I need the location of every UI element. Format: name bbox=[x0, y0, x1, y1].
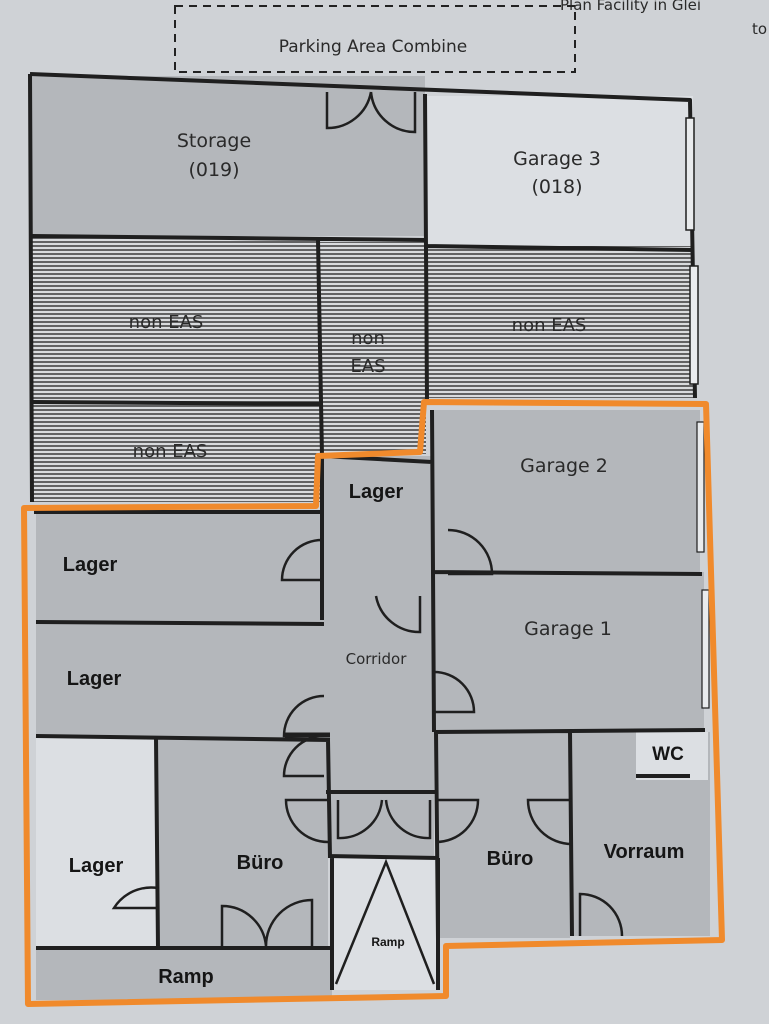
non-eas-left-bottom bbox=[32, 402, 320, 502]
garage1-door bbox=[433, 670, 476, 714]
lager-left-3-room bbox=[36, 736, 156, 952]
corridor-room bbox=[324, 596, 434, 792]
buero-right-label: Büro bbox=[487, 848, 534, 870]
lager-left-3-door bbox=[111, 886, 159, 910]
lager-left-2-label: Lager bbox=[67, 668, 122, 690]
corridor-right-door bbox=[435, 798, 480, 844]
garage2-room bbox=[432, 410, 700, 572]
non-eas-left-bottom-label: non EAS bbox=[133, 441, 208, 462]
ramp-bottom-label: Ramp bbox=[158, 966, 214, 988]
storage-double-door bbox=[325, 91, 417, 134]
non-eas-door-strip bbox=[689, 265, 699, 385]
non-eas-right bbox=[426, 246, 694, 398]
vorraum-door bbox=[578, 892, 624, 937]
non-eas-left-top bbox=[32, 236, 320, 402]
garage3-number: (018) bbox=[531, 176, 582, 198]
storage-label: Storage bbox=[177, 130, 251, 152]
lager-center-door bbox=[374, 595, 422, 634]
vorraum-label: Vorraum bbox=[604, 841, 685, 863]
garage3-door-strip bbox=[685, 117, 695, 231]
buero-right-room bbox=[436, 732, 570, 938]
non-eas-right-label: non EAS bbox=[512, 315, 587, 336]
lager-center-label: Lager bbox=[349, 481, 404, 503]
wc-room bbox=[636, 732, 708, 780]
corridor-double-door bbox=[336, 799, 432, 840]
non-eas-middle bbox=[320, 242, 426, 454]
corridor-lager3-door bbox=[282, 734, 325, 778]
garage1-label: Garage 1 bbox=[524, 618, 612, 640]
corridor-left-door bbox=[284, 798, 329, 844]
lager-left-1-room bbox=[36, 512, 324, 622]
non-eas-left-top-label: non EAS bbox=[129, 312, 204, 333]
ramp-bottom-strip bbox=[36, 950, 332, 1000]
lower-interior-walls bbox=[34, 409, 706, 990]
lager-left-2-room bbox=[36, 622, 324, 736]
garage3-room bbox=[425, 96, 693, 246]
non-eas-middle-label-1: non bbox=[351, 328, 385, 349]
ramp-center-symbol bbox=[334, 858, 436, 985]
ramp-center-room bbox=[332, 858, 438, 990]
garage2-door bbox=[447, 528, 494, 576]
garage1-door-strip bbox=[701, 589, 710, 709]
lager-left-2-door bbox=[282, 694, 325, 738]
lager-left-3-label: Lager bbox=[69, 855, 124, 877]
buero-right-door bbox=[526, 798, 573, 846]
garage1-room bbox=[432, 572, 704, 732]
lager-center-room bbox=[322, 456, 432, 596]
non-eas-middle-label-2: EAS bbox=[350, 356, 385, 377]
buero-left-room bbox=[156, 736, 328, 948]
storage-room bbox=[30, 76, 425, 236]
buero-left-label: Büro bbox=[237, 852, 284, 874]
wc-label: WC bbox=[652, 744, 684, 765]
garage3-label: Garage 3 bbox=[513, 148, 601, 170]
ramp-center-label: Ramp bbox=[371, 935, 404, 949]
upper-inner-walls bbox=[31, 93, 694, 457]
header-fragment: Plan Facility in Glei bbox=[560, 0, 701, 14]
buero-left-double-door bbox=[220, 898, 314, 947]
storage-number: (019) bbox=[188, 159, 239, 181]
parking-area-label: Parking Area Combine bbox=[279, 37, 468, 57]
garage2-label: Garage 2 bbox=[520, 455, 608, 477]
header-fragment-side: to bbox=[752, 20, 767, 38]
lager-left-1-door bbox=[280, 538, 323, 582]
garage2-door-strip bbox=[696, 421, 705, 553]
corridor-label: Corridor bbox=[346, 650, 408, 668]
highlight-outline bbox=[21, 399, 725, 1007]
lager-left-1-label: Lager bbox=[63, 554, 118, 576]
parking-area bbox=[174, 5, 576, 73]
